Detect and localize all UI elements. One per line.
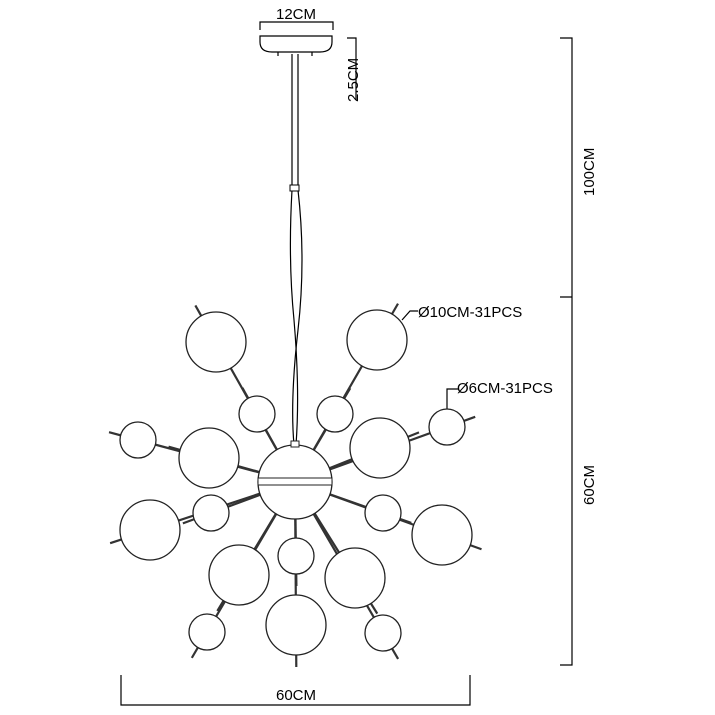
suspension-cords: [289, 54, 303, 446]
small-globe: [428, 408, 466, 446]
large-globe: [349, 417, 411, 479]
small-globe: [119, 421, 157, 459]
height-dimensions: 100CM 60CM: [560, 37, 598, 666]
small-globe: [364, 614, 402, 652]
small-globe: [364, 494, 402, 532]
large-globe: [119, 499, 181, 561]
small-globe: [188, 613, 226, 651]
small-globe: [277, 537, 315, 575]
large-globe: [411, 504, 473, 566]
canopy-width-dimension: 12CM: [259, 6, 334, 30]
large-globe: [324, 547, 386, 609]
canopy: [259, 35, 333, 56]
small-globe-callout: Ø6CM-31PCS: [457, 380, 553, 397]
large-globe: [185, 311, 247, 373]
canopy-width-label: 12CM: [276, 6, 316, 23]
width-dimension: 60CM: [120, 675, 471, 706]
small-globe: [192, 494, 230, 532]
canopy-height-label: 2.5CM: [345, 58, 362, 102]
central-hub: [257, 440, 333, 520]
fixture-width-label: 60CM: [276, 687, 316, 704]
globes: [119, 309, 473, 656]
large-globe-callout: Ø10CM-31PCS: [418, 304, 522, 321]
small-globe: [316, 395, 354, 433]
fixture-height-label: 60CM: [581, 465, 598, 505]
small-globe: [238, 395, 276, 433]
canopy-height-dimension: 2.5CM: [345, 37, 362, 102]
large-globe: [208, 544, 270, 606]
callouts: Ø10CM-31PCS Ø6CM-31PCS: [401, 304, 553, 410]
large-globe: [265, 594, 327, 656]
large-globe: [346, 309, 408, 371]
large-globe: [178, 427, 240, 489]
drop-length-label: 100CM: [581, 148, 598, 196]
